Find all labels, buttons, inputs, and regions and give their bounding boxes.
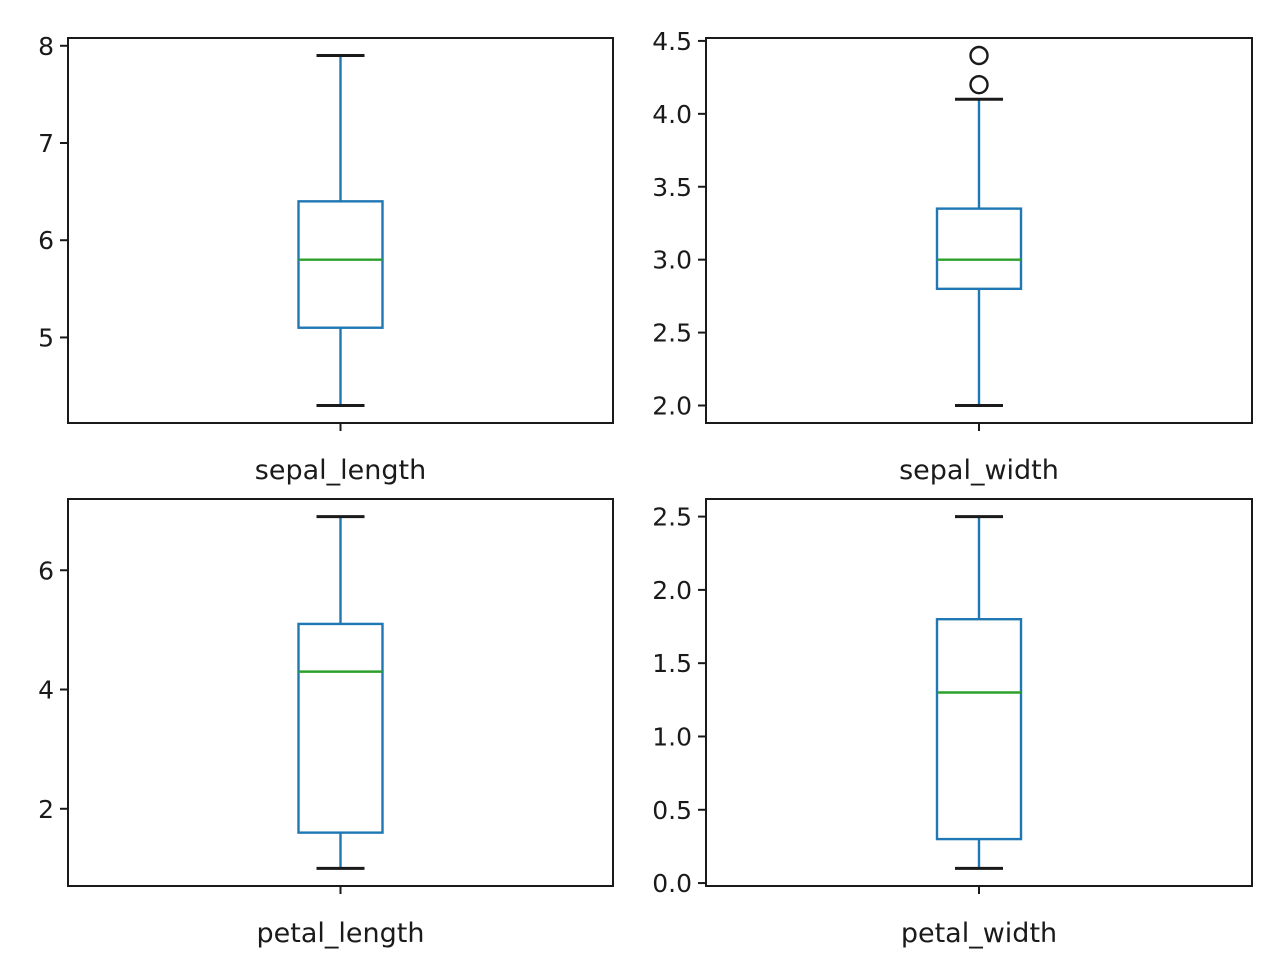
y-tick-label: 1.5	[652, 649, 692, 678]
y-tick-label: 2.5	[652, 503, 692, 532]
subplot-sepal_length: 5 6 7 8 sepal_length	[38, 32, 614, 486]
y-tick-label: 1.0	[652, 722, 692, 751]
iqr-box	[935, 207, 1023, 291]
y-tick-label: 2.5	[652, 319, 692, 348]
y-tick-label: 3.0	[652, 246, 692, 275]
outlier-marker	[969, 74, 989, 95]
y-tick-label: 2	[38, 795, 54, 824]
iqr-box	[297, 622, 384, 834]
x-axis-label: petal_length	[257, 918, 425, 949]
y-tick-label: 0.5	[652, 796, 692, 825]
x-axis-label: petal_width	[901, 918, 1057, 949]
subplot-petal_width: 0.0 0.5 1.0 1.5 2.0 2.5 petal_width	[652, 498, 1253, 949]
y-tick-label: 7	[38, 129, 54, 158]
iqr-box	[297, 200, 384, 329]
y-tick-label: 4.5	[652, 27, 692, 56]
y-tick-label: 2.0	[652, 392, 692, 421]
y-tick-label: 5	[38, 323, 54, 352]
y-tick-label: 4.0	[652, 100, 692, 129]
y-tick-label: 3.5	[652, 173, 692, 202]
y-tick-label: 6	[38, 226, 54, 255]
x-axis-label: sepal_width	[899, 455, 1059, 486]
subplot-sepal_width: 2.0 2.5 3.0 3.5 4.0 4.5 sepal_width	[652, 27, 1253, 486]
y-tick-label: 2.0	[652, 576, 692, 605]
iqr-box	[935, 618, 1023, 841]
y-tick-label: 0.0	[652, 869, 692, 898]
outlier-marker	[969, 45, 989, 66]
y-tick-label: 8	[38, 32, 54, 61]
y-tick-label: 4	[38, 676, 54, 705]
subplot-petal_length: 2 4 6 petal_length	[38, 498, 614, 949]
x-axis-label: sepal_length	[255, 455, 426, 486]
y-tick-label: 6	[38, 556, 54, 585]
